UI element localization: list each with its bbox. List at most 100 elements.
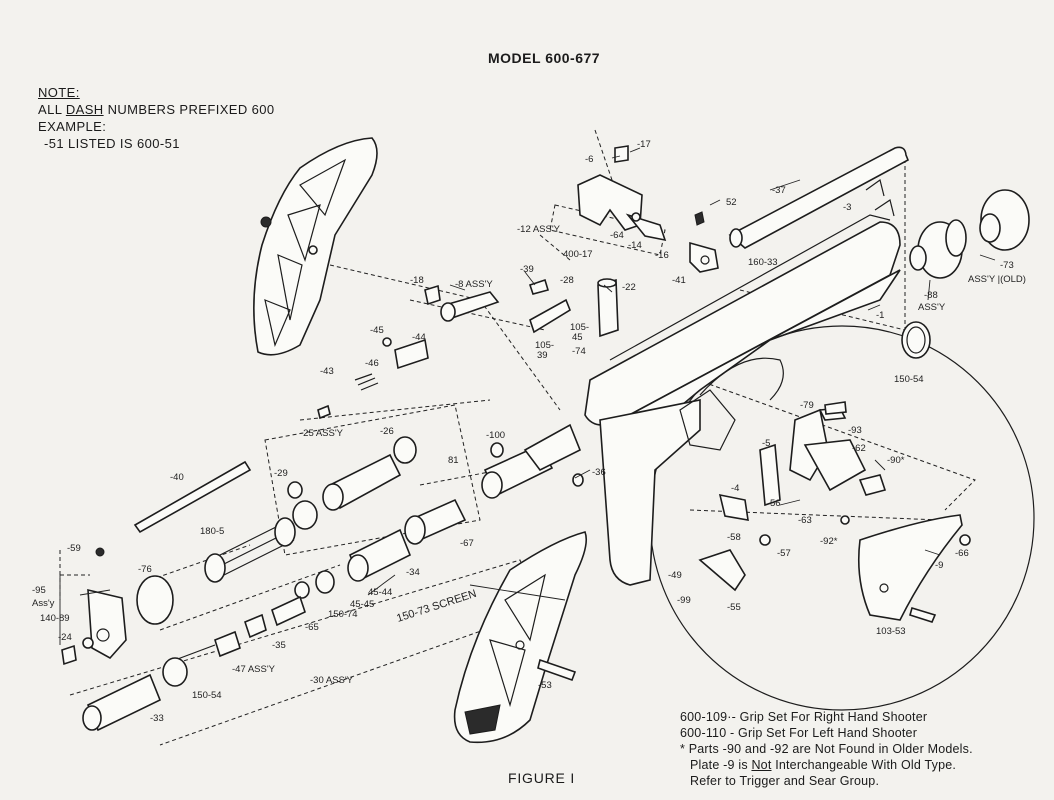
bolt-parts bbox=[317, 278, 619, 420]
callout: -63 bbox=[798, 515, 812, 526]
figure-caption: FIGURE I bbox=[508, 770, 576, 786]
callout: -47 ASS'Y bbox=[232, 664, 276, 675]
callout: -76 bbox=[138, 564, 152, 575]
callout: -36 bbox=[592, 467, 606, 478]
callout: -26 bbox=[380, 426, 394, 437]
callout: Ass'y bbox=[32, 598, 55, 609]
callout: -1 bbox=[876, 310, 884, 321]
callout: -46 bbox=[365, 358, 379, 369]
callout: -65 bbox=[305, 622, 319, 633]
callout: -57 bbox=[777, 548, 791, 559]
callout: 150-54 bbox=[894, 374, 924, 385]
callout: -4 bbox=[731, 483, 739, 494]
callout: ASS'Y bbox=[918, 302, 946, 313]
callout: -5 bbox=[762, 438, 770, 449]
callout: -41 bbox=[672, 275, 686, 286]
left-grip-panel bbox=[253, 137, 378, 356]
note-line-1: ALL DASH NUMBERS PREFIXED 600 bbox=[38, 102, 275, 117]
callout: -62 bbox=[852, 443, 866, 454]
callout: 45-44 bbox=[368, 587, 392, 598]
callout: ASS'Y |(OLD) bbox=[968, 274, 1026, 285]
callout: -92* bbox=[820, 536, 838, 547]
ring-150-54 bbox=[901, 321, 931, 359]
footer-line-1: 600-109·- Grip Set For Right Hand Shoote… bbox=[680, 710, 928, 724]
cylinder-parts bbox=[82, 423, 584, 732]
callout-leaders bbox=[59, 147, 996, 645]
callout: 39 bbox=[537, 350, 548, 361]
callout: -29 bbox=[274, 468, 288, 479]
callout: 45-45 bbox=[350, 599, 374, 610]
muzzle-weight-88 bbox=[909, 219, 967, 279]
sight-plate-95 bbox=[61, 547, 174, 666]
callout: 140-89 bbox=[40, 613, 70, 624]
callout: -74 bbox=[572, 346, 586, 357]
callout: -18 bbox=[410, 275, 424, 286]
callout: -66 bbox=[955, 548, 969, 559]
callout: -33 bbox=[150, 713, 164, 724]
callout: 52 bbox=[726, 197, 737, 208]
note-line-2: EXAMPLE: bbox=[38, 119, 107, 134]
callout: -59 bbox=[67, 543, 81, 554]
callout: -28 bbox=[560, 275, 574, 286]
barrel-assembly bbox=[728, 146, 910, 249]
callout: -49 bbox=[668, 570, 682, 581]
callout-labels: -6 -17 -37 52 -3 -12 ASS'Y -64 -14 -16 4… bbox=[32, 139, 1026, 724]
note-heading: NOTE: bbox=[38, 85, 80, 100]
callout: -55 bbox=[727, 602, 741, 613]
diagram-title: MODEL 600-677 bbox=[488, 50, 601, 66]
callout: -9 bbox=[935, 560, 943, 571]
callout: 180-5 bbox=[200, 526, 224, 537]
callout: -67 bbox=[460, 538, 474, 549]
callout: 103-53 bbox=[876, 626, 906, 637]
callout: -37 bbox=[772, 185, 786, 196]
callout: -93 bbox=[848, 425, 862, 436]
callout: 56 bbox=[770, 498, 781, 509]
callout: -44 bbox=[412, 332, 426, 343]
rear-sight-assembly bbox=[577, 145, 719, 273]
callout: -17 bbox=[637, 139, 651, 150]
callout: 45 bbox=[572, 332, 583, 343]
callout: -43 bbox=[320, 366, 334, 377]
callout: -34 bbox=[406, 567, 420, 578]
callout: 105- bbox=[535, 340, 554, 351]
callout: -8 ASS'Y bbox=[455, 279, 493, 290]
callout: 150-54 bbox=[192, 690, 222, 701]
callout: 400-17 bbox=[563, 249, 593, 260]
callout: -45 bbox=[370, 325, 384, 336]
callout: 81 bbox=[448, 455, 459, 466]
trigger-group-parts bbox=[679, 357, 971, 623]
callout: -64 bbox=[610, 230, 624, 241]
callout: -3 bbox=[843, 202, 851, 213]
receiver-frame bbox=[584, 178, 901, 586]
footer-line-5: Refer to Trigger and Sear Group. bbox=[690, 774, 880, 788]
footer-notes: 600-109·- Grip Set For Right Hand Shoote… bbox=[680, 709, 973, 789]
callout: -73 bbox=[1000, 260, 1014, 271]
callout: -6 bbox=[585, 154, 593, 165]
callout: -88 bbox=[924, 290, 938, 301]
note-line-3: -51 LISTED IS 600-51 bbox=[44, 136, 180, 151]
right-grip-panel bbox=[453, 531, 588, 744]
callout: -30 ASS'Y bbox=[310, 675, 354, 686]
callout: -99 bbox=[677, 595, 691, 606]
footer-line-4: Plate -9 is Not Interchangeable With Old… bbox=[690, 758, 957, 772]
footer-line-2: 600-110 - Grip Set For Left Hand Shooter bbox=[680, 726, 918, 740]
callout: -39 bbox=[520, 264, 534, 275]
callout: 150-74 bbox=[328, 609, 358, 620]
callout: -14 bbox=[628, 240, 642, 251]
callout: -25 ASS'Y bbox=[300, 428, 344, 439]
callout: -100 bbox=[486, 430, 505, 441]
callout: 105- bbox=[570, 322, 589, 333]
note-block: NOTE: ALL DASH NUMBERS PREFIXED 600 EXAM… bbox=[38, 84, 275, 152]
footer-line-3: * Parts -90 and -92 are Not Found in Old… bbox=[680, 742, 973, 756]
callout: -35 bbox=[272, 640, 286, 651]
callout: -40 bbox=[170, 472, 184, 483]
callout: -95 bbox=[32, 585, 46, 596]
callout: -53 bbox=[538, 680, 552, 691]
callout: -24 bbox=[58, 632, 72, 643]
callout: -12 ASS'Y bbox=[517, 224, 561, 235]
muzzle-weight-73 bbox=[979, 189, 1030, 251]
callout: -22 bbox=[622, 282, 636, 293]
callout: -16 bbox=[655, 250, 669, 261]
callout: 160-33 bbox=[748, 257, 778, 268]
